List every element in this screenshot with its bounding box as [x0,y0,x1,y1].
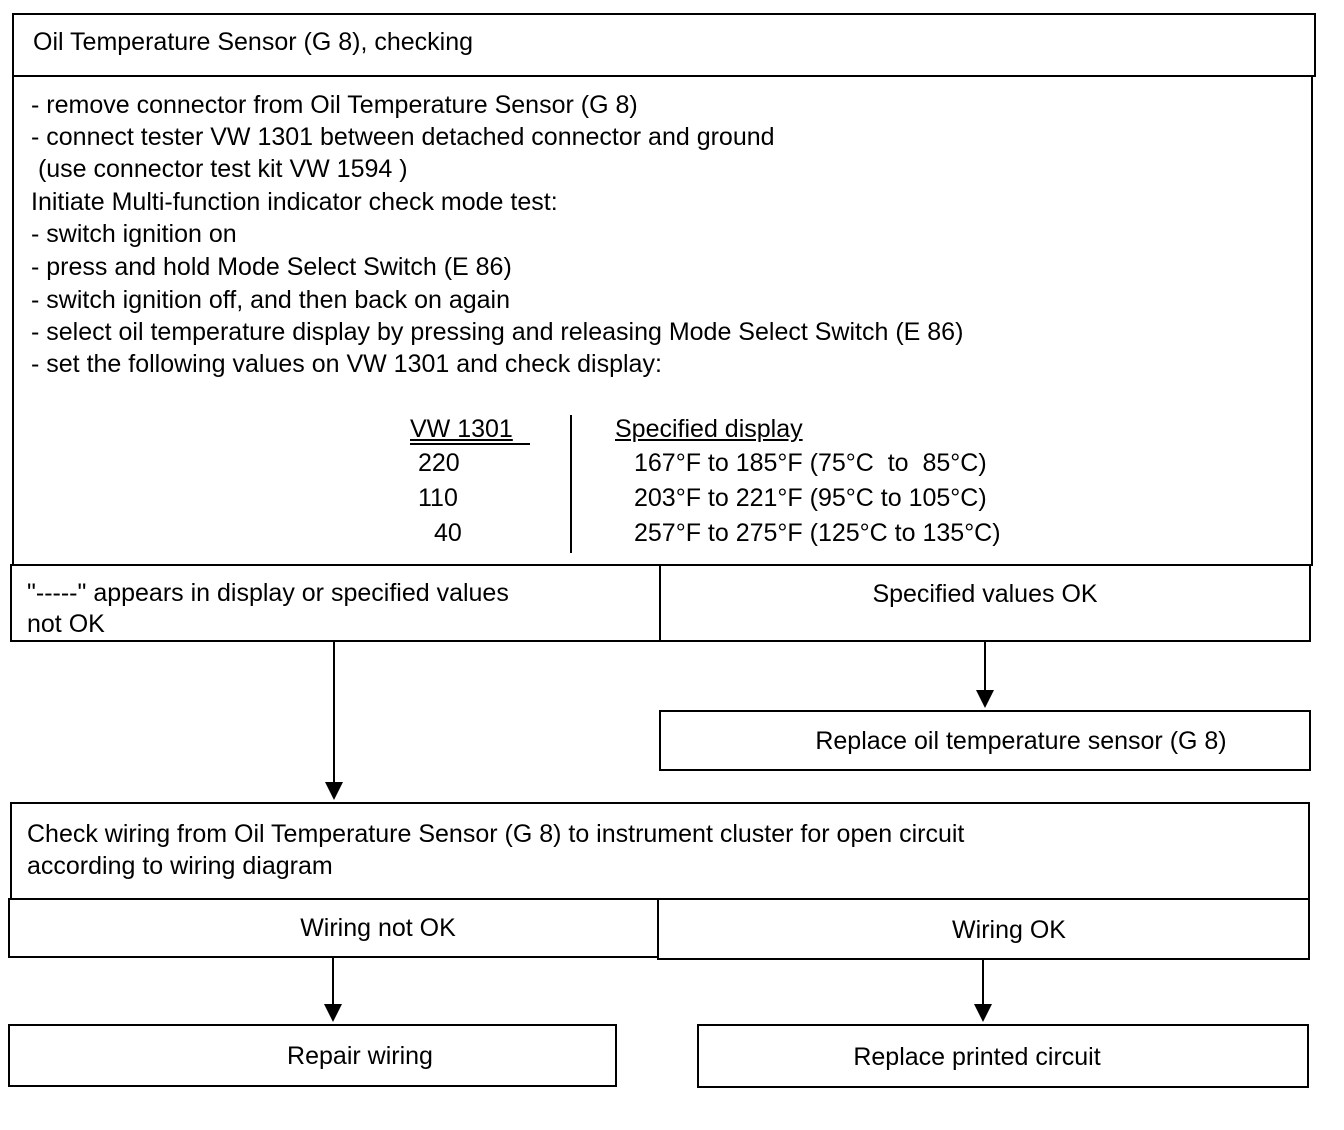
table-cell-setting: 220 [418,449,460,477]
repair-wiring-label: Repair wiring [287,1042,433,1070]
connector-line [984,642,986,690]
check-wiring-line1: Check wiring from Oil Temperature Sensor… [27,820,965,848]
instruction-line: - switch ignition on [31,220,237,248]
table-header-specified-display: Specified display [615,415,803,443]
branch1-not-ok-line2: not OK [27,610,105,638]
table-cell-setting: 40 [434,519,462,547]
table-cell-setting: 110 [418,484,458,512]
branch1-not-ok-box: "-----" appears in display or specified … [10,564,661,642]
wiring-ok-box: Wiring OK [657,898,1310,960]
connector-line [333,642,335,782]
instruction-line: - press and hold Mode Select Switch (E 8… [31,253,512,281]
table-cell-display: 203°F to 221°F (95°C to 105°C) [634,484,987,512]
instruction-line: - connect tester VW 1301 between detache… [31,123,775,151]
check-wiring-line2: according to wiring diagram [27,852,333,880]
replace-sensor-box: Replace oil temperature sensor (G 8) [659,710,1311,771]
branch1-ok-box: Specified values OK [659,564,1311,642]
table-header-vw1301: VW 1301 [410,415,513,443]
wiring-ok-label: Wiring OK [952,916,1066,944]
table-divider [570,415,572,553]
replace-sensor-label: Replace oil temperature sensor (G 8) [815,727,1227,755]
instruction-line: - set the following values on VW 1301 an… [31,350,662,378]
arrow-down-icon [324,1004,342,1022]
instruction-line: (use connector test kit VW 1594 ) [31,155,408,183]
connector-line [332,958,334,1004]
diagram-title: Oil Temperature Sensor (G 8), checking [33,28,474,56]
check-wiring-box: Check wiring from Oil Temperature Sensor… [10,802,1310,900]
branch1-ok-label: Specified values OK [872,580,1098,608]
table-cell-display: 167°F to 185°F (75°C to 85°C) [634,449,987,477]
title-box: Oil Temperature Sensor (G 8), checking [12,13,1316,77]
table-header-rule [410,443,530,445]
table-cell-display: 257°F to 275°F (125°C to 135°C) [634,519,1001,547]
instruction-line: Initiate Multi-function indicator check … [31,188,558,216]
instructions-box: - remove connector from Oil Temperature … [12,75,1313,566]
replace-circuit-label: Replace printed circuit [853,1043,1101,1071]
instruction-line: - switch ignition off, and then back on … [31,286,511,314]
arrow-down-icon [325,782,343,800]
branch1-not-ok-line1: "-----" appears in display or specified … [27,579,509,607]
instruction-line: - select oil temperature display by pres… [31,318,964,346]
arrow-down-icon [976,690,994,708]
arrow-down-icon [974,1004,992,1022]
replace-circuit-box: Replace printed circuit [697,1024,1309,1088]
wiring-not-ok-label: Wiring not OK [300,914,456,942]
connector-line [982,960,984,1004]
instruction-line: - remove connector from Oil Temperature … [31,91,638,119]
repair-wiring-box: Repair wiring [8,1024,617,1087]
wiring-not-ok-box: Wiring not OK [8,898,659,958]
